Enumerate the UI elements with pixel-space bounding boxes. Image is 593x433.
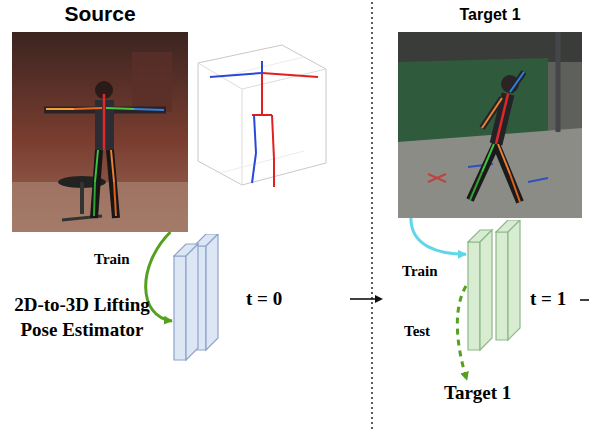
block-face — [496, 232, 508, 340]
network-block-shape — [172, 234, 220, 362]
flow-arrowhead — [375, 295, 383, 303]
test-arrow — [457, 286, 467, 380]
network-block-shape — [466, 220, 522, 352]
edge-label: Train — [400, 262, 440, 280]
block-face — [186, 244, 198, 360]
time-step: t = 1 — [530, 288, 566, 310]
estimator-label: 2D-to-3D Lifting Pose Estimator — [4, 292, 160, 342]
edge-label: Test — [402, 322, 432, 340]
flow-continuation — [580, 299, 589, 301]
edge-label: Train — [92, 250, 132, 268]
target-photo — [398, 32, 582, 218]
block-face — [174, 256, 186, 360]
time-step: t = 0 — [246, 288, 282, 310]
target-title: Target 1 — [398, 5, 582, 25]
target-output-label: Target 1 — [444, 380, 511, 405]
adapted-estimator-block: t = 1 — [466, 220, 522, 352]
lifting-estimator-block: 2D-to-3D Lifting Pose Estimator — [172, 234, 220, 362]
target-image: Target 1 — [398, 32, 582, 218]
source-photo — [12, 32, 188, 232]
dotted-separator — [371, 2, 373, 431]
flow-arrow — [350, 298, 378, 300]
block-face — [468, 242, 480, 350]
source-image: Source — [12, 32, 188, 232]
train-arrow — [411, 218, 466, 254]
target-output: Target 1 — [441, 380, 515, 406]
source-title: Source — [12, 2, 188, 26]
3d-pose-plot — [190, 35, 332, 193]
block-face — [508, 220, 520, 340]
block-face — [206, 234, 218, 350]
block-face — [480, 230, 492, 350]
